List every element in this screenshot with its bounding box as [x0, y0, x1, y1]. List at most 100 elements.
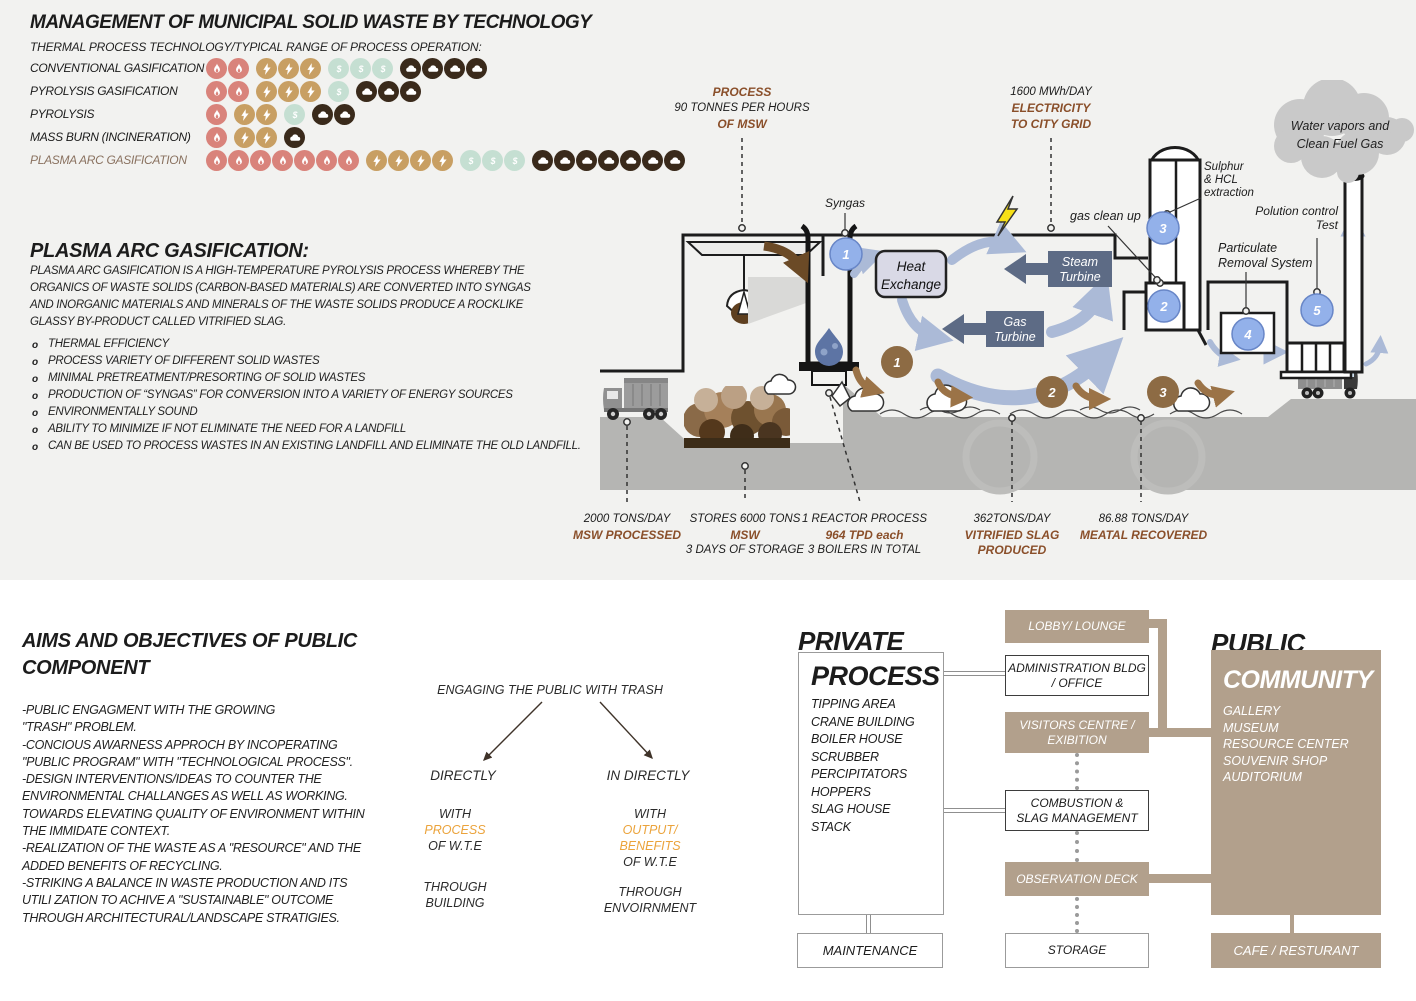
pointer-lines: [844, 197, 1318, 307]
svg-text:2: 2: [1047, 385, 1056, 400]
vapor-cloud: Water vapors and Clean Fuel Gas: [1274, 80, 1414, 183]
lobby-box: LOBBY/ LOUNGE: [1005, 610, 1149, 643]
dollar-icon: $: [482, 150, 503, 171]
svg-text:$: $: [467, 155, 473, 165]
engagement-arrows: [483, 701, 653, 761]
indirect-wte: OF W.T.E: [623, 855, 677, 869]
tech-row: PYROLYSIS GASIFICATION $: [30, 81, 790, 104]
feed-chute: [748, 277, 806, 324]
plasma-bullet: CAN BE USED TO PROCESS WASTES IN AN EXIS…: [30, 438, 605, 456]
dollar-icon-group: $: [284, 104, 306, 125]
plasma-bullet-list: THERMAL EFFICIENCY PROCESS VARIETY OF DI…: [30, 336, 605, 456]
svg-text:Test: Test: [1316, 218, 1339, 232]
cloud-icon: [444, 58, 465, 79]
syngas-label: Syngas: [825, 196, 865, 210]
cloud-icon: [664, 150, 685, 171]
bolt-icon-group: [256, 81, 322, 102]
bolt-icon: [432, 150, 453, 171]
maintenance-box: MAINTENANCE: [797, 933, 943, 968]
building-outline: [600, 233, 1148, 373]
bolt-icon: [300, 81, 321, 102]
particulate-label: Particulate: [1218, 241, 1277, 255]
process-callout: PROCESS 90 TONNES PER HOURS OF MSW: [662, 84, 822, 132]
ground-mark: [1130, 419, 1206, 495]
cloud-icon-group: [312, 104, 356, 125]
electricity-bolt-icon: [995, 195, 1019, 237]
plasma-bullet: PRODUCTION OF “SYNGAS” FOR CONVERSION IN…: [30, 387, 605, 405]
cloud-icon: [576, 150, 597, 171]
tech-row: PYROLYSIS $: [30, 104, 790, 127]
cloud-icon: [400, 81, 421, 102]
direct-process: PROCESS: [424, 823, 486, 837]
dollar-icon: $: [328, 81, 349, 102]
brown-step-markers: 1 2 3: [881, 346, 1179, 408]
cloud-icon: [598, 150, 619, 171]
cloud-icon-group: [400, 58, 488, 79]
plant-process-diagram: Steam Turbine Gas Turbine Heat Exchange: [600, 80, 1416, 503]
cloud-icon-group: [532, 150, 686, 171]
process-callout-line1: PROCESS: [712, 85, 772, 99]
plasma-description: PLASMA ARC GASIFICATION IS A HIGH-TEMPER…: [30, 265, 531, 328]
ground: [600, 384, 1416, 495]
tan-connector: [1149, 728, 1211, 737]
bolt-icon: [366, 150, 387, 171]
page-title: MANAGEMENT OF MUNICIPAL SOLID WASTE BY T…: [30, 12, 592, 33]
private-label: PRIVATE: [798, 626, 904, 656]
svg-text:$: $: [291, 109, 297, 119]
svg-text:Turbine: Turbine: [994, 330, 1036, 344]
indirect-with: WITH: [634, 807, 666, 821]
cloud-icon: [400, 58, 421, 79]
visitors-box: VISITORS CENTRE / EXIBITION: [1005, 712, 1149, 753]
plasma-heading: PLASMA ARC GASIFICATION:: [30, 240, 309, 262]
community-box: COMMUNITY GALLERY MUSEUM RESOURCE CENTER…: [1211, 650, 1381, 915]
stat-slag: 362TONS/DAY VITRIFIED SLAG PRODUCED: [964, 513, 1060, 557]
steam-turbine: Steam Turbine: [1004, 251, 1112, 287]
tan-connector: [1149, 874, 1211, 883]
dotted-connector: [1075, 897, 1079, 933]
plasma-bullet: MINIMAL PRETREATMENT/PRESORTING OF SOLID…: [30, 370, 605, 388]
admin-box: ADMINISTRATION BLDG / OFFICE: [1005, 655, 1149, 696]
community-box-list: GALLERY MUSEUM RESOURCE CENTER SOUVENIR …: [1223, 704, 1349, 784]
electricity-callout-line2: ELECTRICITY: [1011, 101, 1091, 115]
dollar-icon: $: [328, 58, 349, 79]
plasma-bullet: ABILITY TO MINIMIZE IF NOT ELIMINATE THE…: [30, 421, 605, 439]
electricity-callout-line3: TO CITY GRID: [1010, 117, 1092, 131]
directly-label: DIRECTLY: [430, 768, 496, 783]
stat-metal: 86.88 TONS/DAY MEATAL RECOVERED: [1079, 513, 1208, 542]
heat-exchange-label: Heat: [897, 259, 927, 274]
connector-combustion: [943, 808, 1005, 813]
tech-row-icons: $: [206, 81, 428, 102]
process-box-title: PROCESS: [811, 661, 940, 691]
flame-icon: [206, 58, 227, 79]
svg-text:Exchange: Exchange: [881, 277, 941, 292]
tech-row-icons: $: [206, 104, 362, 125]
indirect-through: THROUGH: [618, 885, 682, 899]
flame-icon: [272, 150, 293, 171]
svg-text:3: 3: [1159, 221, 1167, 236]
bolt-icon: [300, 58, 321, 79]
public-component-section: AIMS AND OBJECTIVES OF PUBLIC COMPONENT …: [0, 580, 1416, 1001]
cloud-icon-group: [356, 81, 422, 102]
plasma-flame: [815, 328, 843, 366]
svg-text:$: $: [379, 63, 385, 73]
flame-icon: [206, 104, 227, 125]
cloud-icon: [334, 104, 355, 125]
plasma-bullet: ENVIRONMENTALLY SOUND: [30, 404, 605, 422]
sulphur-label: Sulphur: [1204, 161, 1245, 173]
bolt-icon: [256, 81, 277, 102]
particulate-removal-system: [1206, 280, 1353, 380]
dollar-icon-group: $: [328, 81, 350, 102]
bolt-icon: [256, 58, 277, 79]
flame-icon: [206, 150, 227, 171]
process-callout-line2: 90 TONNES PER HOURS: [674, 102, 810, 114]
direct-building: BUILDING: [425, 896, 485, 910]
bolt-icon: [256, 104, 277, 125]
tech-row-icons: $$$: [206, 58, 494, 79]
cloud-icon: [422, 58, 443, 79]
svg-text:4: 4: [1243, 327, 1252, 342]
storage-box: STORAGE: [1005, 933, 1149, 968]
flame-icon-group: [206, 104, 228, 125]
flame-icon: [206, 81, 227, 102]
tech-row-label: PYROLYSIS: [30, 107, 95, 121]
flame-icon: [206, 127, 227, 148]
